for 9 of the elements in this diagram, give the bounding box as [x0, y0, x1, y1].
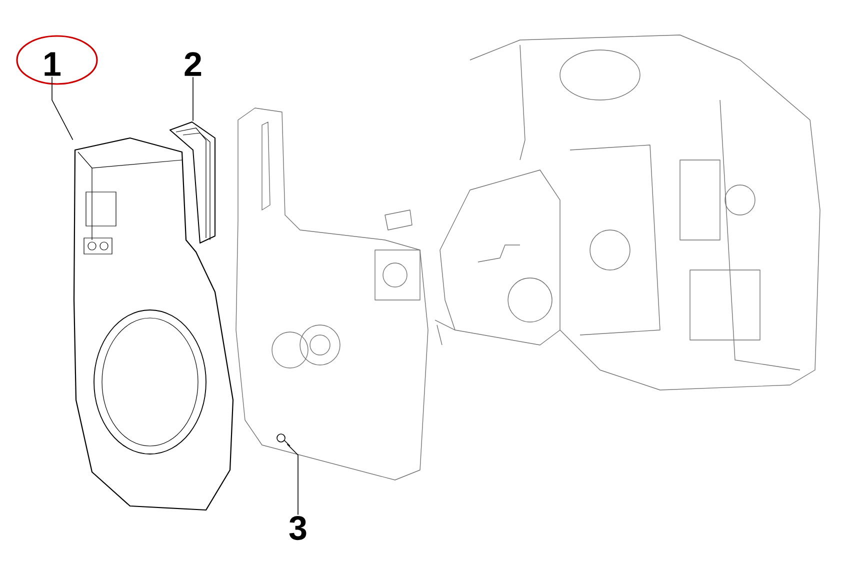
bolt-drawing — [276, 434, 290, 446]
callout-number: 1 — [44, 52, 60, 76]
callout-number: 2 — [184, 52, 202, 76]
leader-line — [286, 444, 298, 516]
leader-line — [192, 76, 194, 122]
fan-shroud-drawing — [73, 137, 234, 511]
gasket-drawing — [170, 122, 216, 244]
leader-line — [52, 76, 74, 140]
callout-number: 3 — [289, 516, 306, 540]
